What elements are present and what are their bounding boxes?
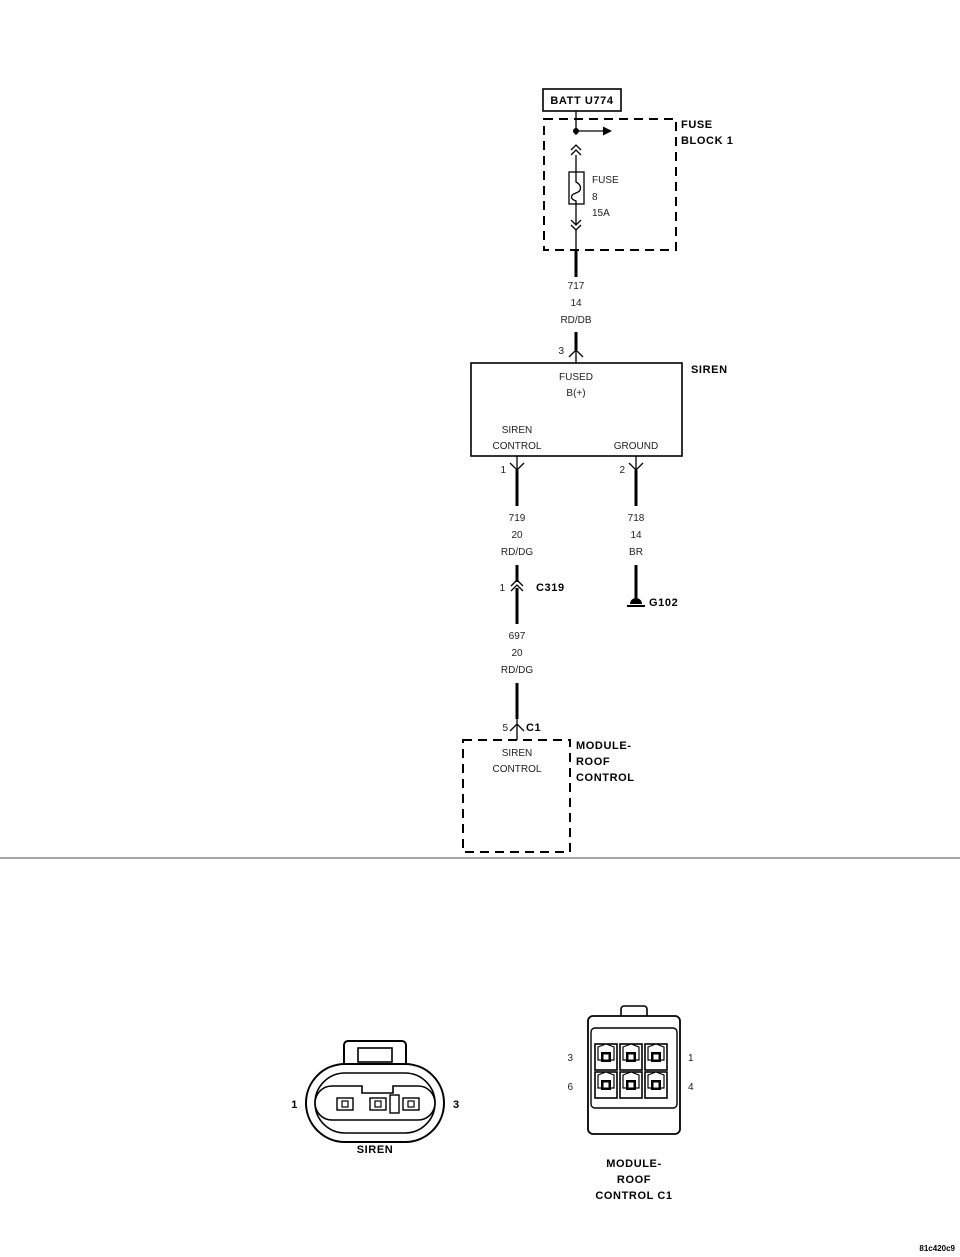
wire-719-color: RD/DG	[501, 547, 533, 558]
siren-view-pin-right: 3	[453, 1099, 460, 1111]
module-name-line1: MODULE-	[576, 740, 632, 752]
module-name-line2: ROOF	[576, 756, 610, 768]
c319-label: C319	[536, 582, 565, 594]
siren-pin1-label: 1	[500, 465, 506, 476]
wire-718-color: BR	[629, 547, 643, 558]
module-connector-view: 3 1 6 4 MODULE- ROOF CONTROL C1	[567, 1005, 694, 1202]
siren-component: SIREN FUSED B(+) SIREN CONTROL GROUND	[470, 362, 728, 457]
siren-pin2-label: 2	[619, 465, 625, 476]
module-pin-line1: SIREN	[502, 748, 533, 759]
fuse-block-name-line1: FUSE	[681, 119, 713, 131]
fuse-number: 8	[592, 192, 598, 203]
module-pin-line2: CONTROL	[493, 764, 542, 775]
wire-719-gauge: 20	[511, 530, 523, 541]
module-view-pin-4: 4	[688, 1082, 694, 1093]
ground-g102: G102	[627, 597, 678, 609]
ground-icon	[630, 598, 642, 604]
c1-pin-label: 5	[502, 723, 508, 734]
c319-pin-label: 1	[499, 583, 505, 594]
wire-697-circuit: 697	[509, 631, 526, 642]
module-cavity	[644, 1043, 668, 1071]
fuse-block: FUSE BLOCK 1 FUSE 8 15A	[543, 111, 733, 251]
siren-view-caption: SIREN	[357, 1144, 394, 1156]
chevron-up-icon	[510, 579, 524, 592]
siren-control-line2: CONTROL	[493, 441, 542, 452]
battery-label: BATT U774	[542, 88, 622, 112]
siren-view-pin-left: 1	[291, 1099, 298, 1111]
wire-717-gauge: 14	[570, 298, 582, 309]
module-view-caption-line3: CONTROL C1	[595, 1190, 672, 1202]
module-name-line3: CONTROL	[576, 772, 635, 784]
module-cavity	[594, 1043, 618, 1071]
wire-719: 1 719 20 RD/DG	[500, 456, 533, 582]
module-cavity	[619, 1071, 643, 1099]
connector-c1: 5 C1	[502, 719, 541, 740]
fuse-rating: 15A	[592, 208, 610, 219]
module-view-pin-6: 6	[567, 1082, 573, 1093]
c1-label: C1	[526, 722, 541, 734]
connector-c319: 1 C319	[499, 579, 565, 624]
wire-697-gauge: 20	[511, 648, 523, 659]
module-view-pin-1: 1	[688, 1053, 694, 1064]
module-view-pin-3: 3	[567, 1053, 573, 1064]
module-cavity	[644, 1071, 668, 1099]
siren-ground-label: GROUND	[614, 441, 658, 452]
siren-pin3-label: 3	[558, 346, 564, 357]
figure-id: 81c420c9	[919, 1244, 955, 1253]
wire-718-circuit: 718	[628, 513, 645, 524]
wire-719-circuit: 719	[509, 513, 526, 524]
siren-name: SIREN	[691, 364, 728, 376]
wire-717-color: RD/DB	[560, 315, 591, 326]
siren-fused-line1: FUSED	[559, 372, 593, 383]
wire-718: 2 718 14 BR	[619, 456, 645, 601]
module-view-caption-line2: ROOF	[617, 1174, 651, 1186]
module-view-caption-line1: MODULE-	[606, 1158, 662, 1170]
chevron-up-icon	[570, 144, 582, 156]
arrow-right-icon	[603, 126, 612, 136]
battery-label-text: BATT U774	[550, 95, 614, 107]
wire-697-color: RD/DG	[501, 665, 533, 676]
fuse-label: FUSE	[592, 175, 619, 186]
wire-697: 697 20 RD/DG	[501, 631, 533, 719]
module-cavity	[594, 1071, 618, 1099]
module-cavity	[619, 1043, 643, 1071]
siren-connector-view: 1 3 SIREN	[291, 1040, 460, 1156]
module-roof-control: MODULE- ROOF CONTROL SIREN CONTROL	[462, 739, 635, 853]
wire-717-circuit: 717	[568, 281, 585, 292]
ground-label: G102	[649, 597, 678, 609]
fuse-block-name-line2: BLOCK 1	[681, 135, 733, 147]
siren-fused-line2: B(+)	[566, 388, 585, 399]
siren-control-line1: SIREN	[502, 425, 533, 436]
wire-718-gauge: 14	[630, 530, 642, 541]
wire-717: 717 14 RD/DB 3	[558, 250, 592, 363]
